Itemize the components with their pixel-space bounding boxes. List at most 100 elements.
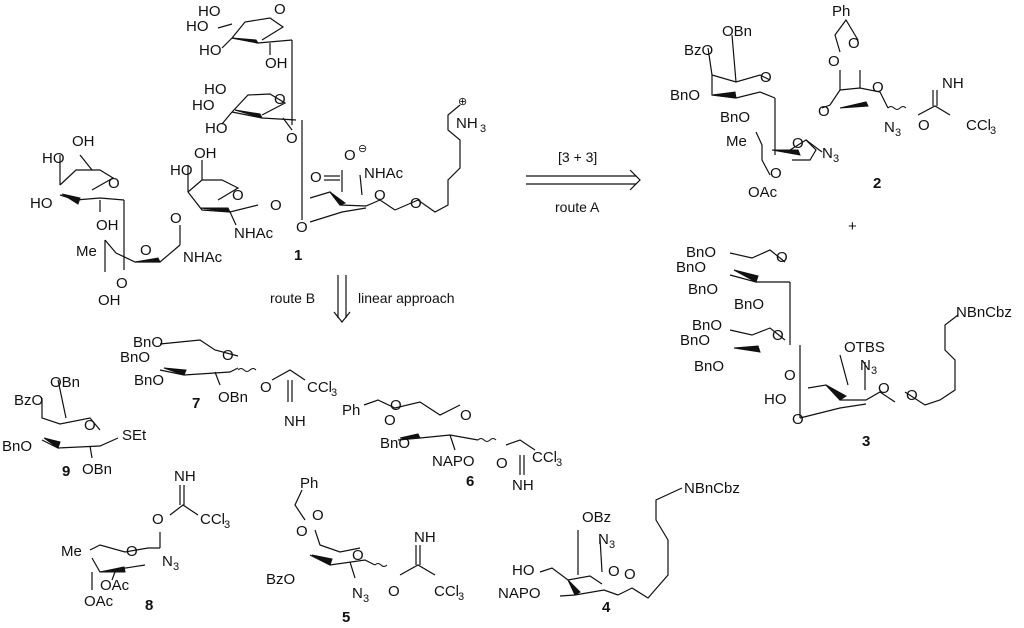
svg-text:O: O xyxy=(460,407,472,424)
svg-text:BnO: BnO xyxy=(686,244,716,261)
ring-1e xyxy=(187,160,259,226)
compound-label-7: 7 xyxy=(192,395,200,412)
compound-label-5: 5 xyxy=(342,609,350,626)
svg-text:OBz: OBz xyxy=(582,509,611,526)
svg-text:O: O xyxy=(848,35,860,52)
svg-text:O: O xyxy=(828,53,840,70)
svg-text:O: O xyxy=(878,380,890,397)
svg-text:NH: NH xyxy=(414,529,436,546)
svg-text:HO: HO xyxy=(170,162,193,179)
svg-text:O: O xyxy=(772,327,784,344)
svg-text:CCl: CCl xyxy=(532,449,557,466)
compound-label-8: 8 xyxy=(145,597,153,614)
svg-text:Me: Me xyxy=(61,543,82,560)
svg-text:O: O xyxy=(906,387,918,404)
svg-text:OAc: OAc xyxy=(100,577,130,594)
compound-label-4: 4 xyxy=(602,599,611,616)
svg-text:O: O xyxy=(296,523,308,540)
svg-text:O: O xyxy=(390,397,402,414)
svg-text:O: O xyxy=(222,347,234,364)
ring-1f xyxy=(309,104,461,223)
svg-text:OH: OH xyxy=(72,133,95,150)
svg-text:O: O xyxy=(126,543,138,560)
svg-text:CCl: CCl xyxy=(307,379,332,396)
ring-1c xyxy=(59,154,125,270)
svg-text:O: O xyxy=(312,507,324,524)
svg-text:NH: NH xyxy=(942,75,964,92)
svg-text:NBnCbz: NBnCbz xyxy=(684,480,740,497)
retro-arrow-route-a: [3 + 3] route A xyxy=(526,149,641,215)
svg-text:O: O xyxy=(918,117,930,134)
svg-text:OBn: OBn xyxy=(82,461,112,478)
svg-text:Ph: Ph xyxy=(342,402,360,419)
route-b-label: route B xyxy=(270,290,315,306)
svg-text:BnO: BnO xyxy=(720,109,750,126)
svg-text:OAc: OAc xyxy=(84,593,114,610)
svg-text:⊖: ⊖ xyxy=(358,143,367,155)
svg-text:O: O xyxy=(140,242,152,259)
svg-text:HO: HO xyxy=(192,97,215,114)
svg-text:O: O xyxy=(770,165,782,182)
svg-text:CCl: CCl xyxy=(200,511,225,528)
compound-7: BnO BnO BnO OBn O O CCl 3 NH 7 xyxy=(120,334,337,430)
ring-1b xyxy=(221,93,303,220)
svg-text:HO: HO xyxy=(199,42,222,59)
retro-arrow-route-b: route B linear approach xyxy=(270,275,455,323)
svg-text:⊕: ⊕ xyxy=(458,96,467,108)
svg-text:SEt: SEt xyxy=(122,427,147,444)
svg-text:NH: NH xyxy=(174,468,196,485)
svg-text:OH: OH xyxy=(98,292,121,309)
compound-2: OBn BzO BnO BnO O Me O O OAc N 3 Ph O O … xyxy=(670,3,996,201)
svg-text:3: 3 xyxy=(331,387,337,399)
svg-text:NH: NH xyxy=(456,115,478,132)
svg-text:HO: HO xyxy=(204,81,227,98)
compound-4: OBz N 3 O HO NAPO O NBnCbz 4 xyxy=(498,480,740,616)
route-a-condition: [3 + 3] xyxy=(558,149,597,165)
svg-text:Ph: Ph xyxy=(300,475,318,492)
svg-text:O: O xyxy=(274,91,286,108)
svg-text:BnO: BnO xyxy=(134,372,164,389)
svg-text:3: 3 xyxy=(833,153,839,165)
svg-text:BnO: BnO xyxy=(680,332,710,349)
plus-sign: + xyxy=(848,218,857,235)
svg-text:OBn: OBn xyxy=(218,389,248,406)
svg-text:O: O xyxy=(792,411,804,428)
compound-8: NH O CCl 3 Me O N 3 OAc OAc 8 xyxy=(61,468,230,614)
svg-text:O: O xyxy=(232,187,244,204)
svg-text:CCl: CCl xyxy=(434,583,459,600)
svg-text:NHAc: NHAc xyxy=(364,165,404,182)
svg-text:O: O xyxy=(496,455,508,472)
svg-text:O: O xyxy=(296,219,308,236)
svg-text:HO: HO xyxy=(512,562,535,579)
svg-text:Me: Me xyxy=(76,243,97,260)
compound-9: OBn BzO BnO O SEt OBn 9 xyxy=(2,374,147,480)
svg-text:O: O xyxy=(784,367,796,384)
svg-text:O: O xyxy=(624,566,636,583)
compound-1: HO HO HO O OH HO HO HO O O OH HO xyxy=(30,1,486,309)
svg-text:N: N xyxy=(822,145,833,162)
svg-text:OTBS: OTBS xyxy=(844,339,885,356)
compound-label-1: 1 xyxy=(294,247,302,264)
svg-text:Me: Me xyxy=(726,133,747,150)
svg-text:3: 3 xyxy=(990,125,996,137)
svg-text:O: O xyxy=(374,187,386,204)
svg-text:BnO: BnO xyxy=(688,281,718,298)
svg-text:HO: HO xyxy=(42,150,65,167)
svg-text:OBn: OBn xyxy=(722,23,752,40)
svg-text:3: 3 xyxy=(480,123,486,135)
route-a-label: route A xyxy=(555,199,600,215)
svg-text:O: O xyxy=(310,169,322,186)
compound-6: Ph O O BnO O NAPO O CCl 3 NH 6 xyxy=(342,397,562,494)
svg-text:O: O xyxy=(352,547,364,564)
svg-text:N: N xyxy=(598,531,609,548)
svg-text:OBn: OBn xyxy=(50,374,80,391)
svg-text:O: O xyxy=(760,69,772,86)
svg-text:BnO: BnO xyxy=(676,259,706,276)
compound-label-2: 2 xyxy=(873,175,881,192)
svg-text:N: N xyxy=(162,553,173,570)
svg-text:BzO: BzO xyxy=(266,571,295,588)
svg-text:3: 3 xyxy=(173,561,179,573)
svg-text:N: N xyxy=(884,119,895,136)
svg-text:NAPO: NAPO xyxy=(432,453,475,470)
